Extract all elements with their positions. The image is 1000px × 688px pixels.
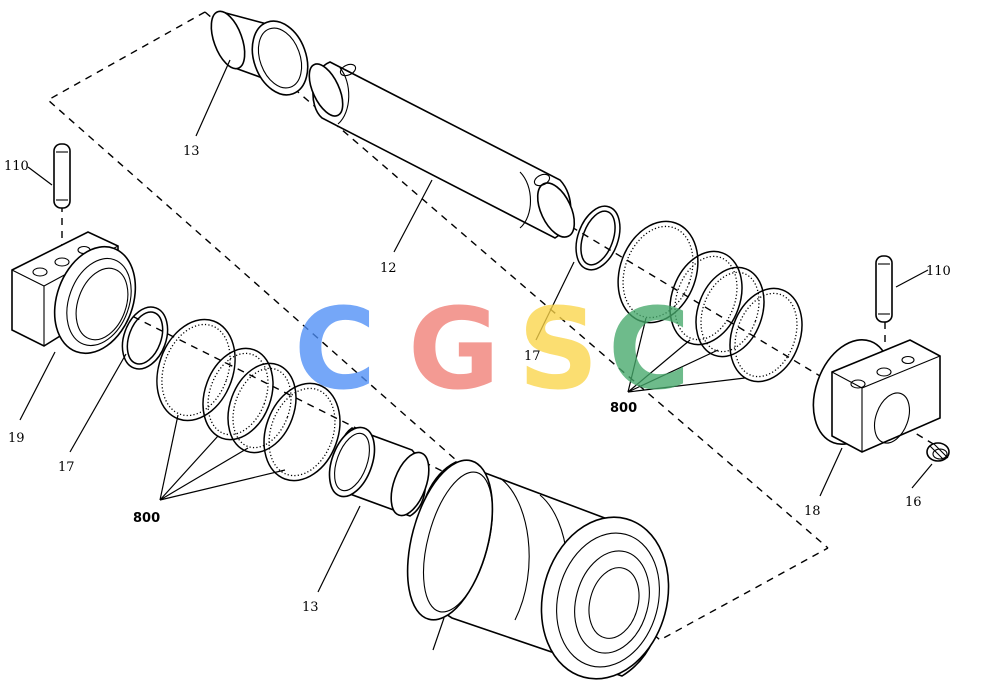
label-800-right: 800	[610, 401, 637, 416]
roller-body	[406, 459, 670, 680]
shaft-part-12	[308, 61, 576, 239]
oring-part-17-right	[575, 205, 621, 271]
label-110-left: 110	[4, 159, 29, 174]
pin-part-110-left	[53, 143, 71, 209]
leader-lines	[19, 59, 933, 651]
label-16: 16	[905, 495, 922, 510]
watermark-letter-s: S	[518, 285, 599, 415]
watermark-letter-c1: C	[294, 285, 376, 415]
label-17-right: 17	[524, 349, 541, 364]
label-19: 19	[8, 431, 25, 446]
assembly-outline	[46, 11, 829, 641]
label-12: 12	[380, 261, 397, 276]
watermark-letter-c2: C	[608, 285, 690, 415]
label-110-right: 110	[926, 264, 951, 279]
seal-group-part-800-left	[156, 318, 341, 482]
label-800-left: 800	[133, 511, 160, 526]
collar-part-19	[11, 231, 137, 355]
bushing-part-13-bottom	[328, 426, 430, 517]
watermark-cgsc: C G S C	[294, 285, 690, 415]
label-13-top: 13	[183, 144, 200, 159]
oring-part-17-left	[121, 306, 169, 370]
collar-part-18	[812, 338, 941, 453]
axis-line-upper	[204, 11, 829, 549]
seal-group-part-800-right	[617, 220, 803, 383]
watermark-letter-g: G	[408, 285, 500, 415]
label-17-left: 17	[58, 460, 75, 475]
bushing-part-13-top	[210, 10, 309, 96]
label-13-bottom: 13	[302, 600, 319, 615]
label-18: 18	[804, 504, 821, 519]
pin-part-110-right	[875, 255, 893, 323]
plug-part-16	[926, 442, 950, 462]
axis-line-left	[39, 269, 621, 561]
